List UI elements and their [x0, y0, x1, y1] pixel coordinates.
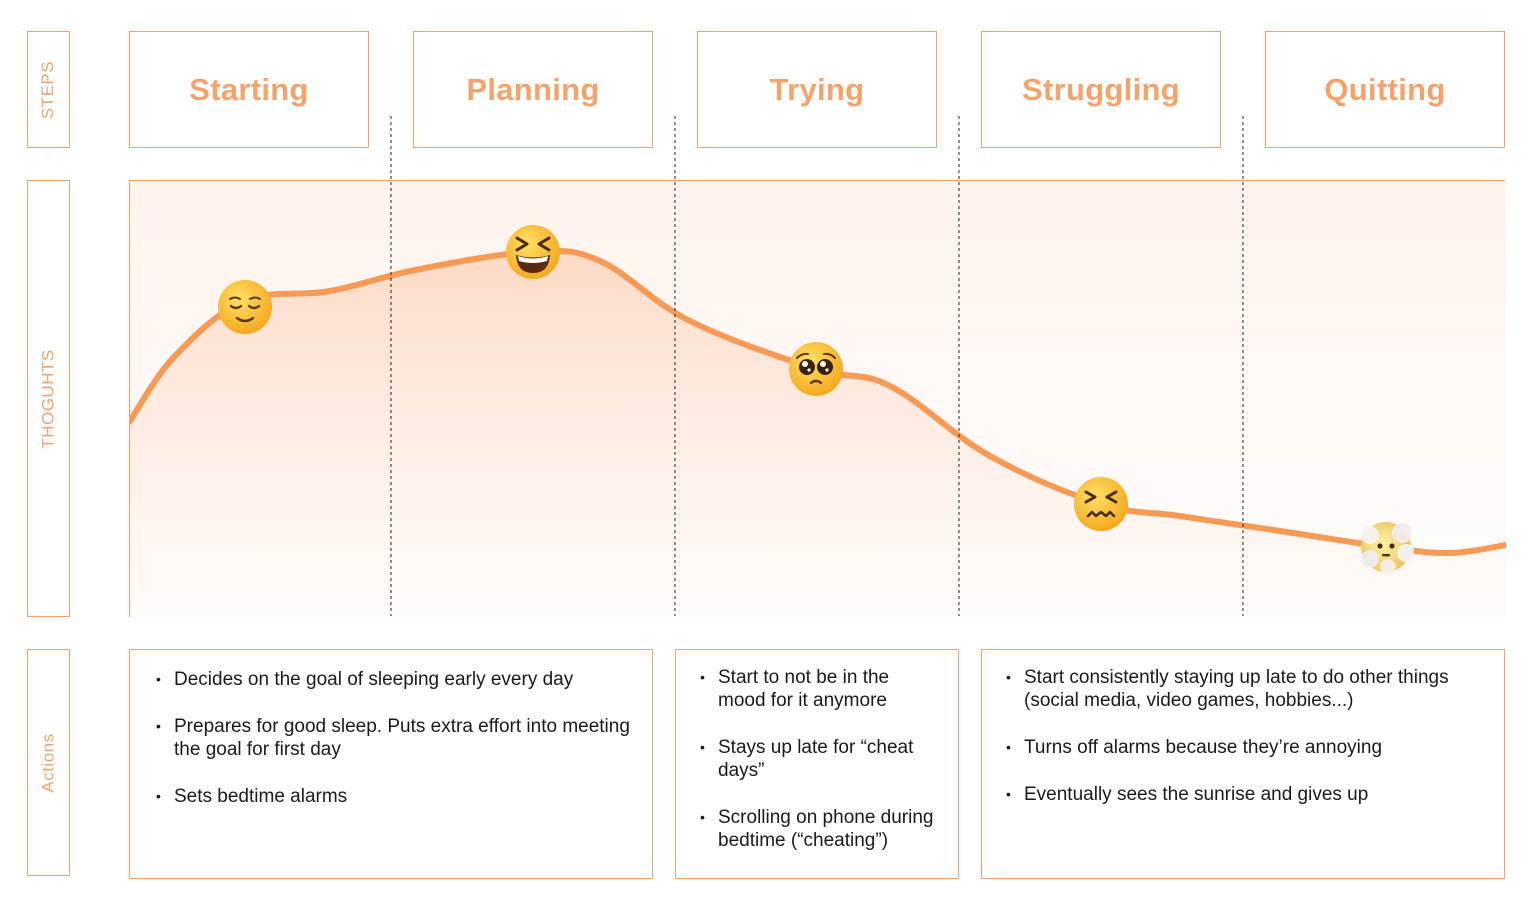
step-label: Starting: [189, 71, 309, 107]
action-item: Start to not be in the mood for it anymo…: [700, 666, 936, 712]
step-planning: Planning: [413, 31, 653, 148]
pleading-face-icon: [788, 341, 844, 397]
emotion-chart: [129, 180, 1506, 618]
action-item: Eventually sees the sunrise and gives up: [1006, 783, 1482, 806]
actions-list: Start to not be in the mood for it anymo…: [698, 666, 936, 852]
action-item: Stays up late for “cheat days”: [700, 736, 936, 782]
step-trying: Trying: [697, 31, 937, 148]
step-starting: Starting: [129, 31, 369, 148]
step-quitting: Quitting: [1265, 31, 1505, 148]
emotion-chart-svg: [130, 181, 1506, 618]
confounded-face-icon: [1073, 476, 1129, 532]
action-item: Start consistently staying up late to do…: [1006, 666, 1482, 712]
step-struggling: Struggling: [981, 31, 1221, 148]
row-label-steps-text: STEPS: [38, 60, 58, 119]
action-item: Decides on the goal of sleeping early ev…: [156, 668, 630, 691]
action-item: Turns off alarms because they’re annoyin…: [1006, 736, 1482, 759]
actions-panel-starting-planning: Decides on the goal of sleeping early ev…: [129, 649, 653, 879]
step-label: Quitting: [1324, 71, 1446, 107]
actions-panel-struggling-quitting: Start consistently staying up late to do…: [981, 649, 1505, 879]
emotion-area: [130, 250, 1506, 618]
row-label-actions: Actions: [27, 649, 70, 876]
actions-list: Decides on the goal of sleeping early ev…: [154, 668, 630, 808]
relieved-face-icon: [217, 279, 273, 335]
row-label-actions-text: Actions: [38, 732, 58, 793]
row-label-steps: STEPS: [27, 31, 70, 148]
row-label-thoughts-text: THOGUHTS: [38, 348, 58, 449]
action-item: Scrolling on phone during bedtime (“chea…: [700, 806, 936, 852]
step-label: Trying: [769, 71, 865, 107]
action-item: Prepares for good sleep. Puts extra effo…: [156, 715, 630, 761]
face-in-clouds-icon: [1358, 519, 1414, 575]
actions-list: Start consistently staying up late to do…: [1004, 666, 1482, 806]
grinning-squinting-face-icon: [505, 224, 561, 280]
step-label: Struggling: [1022, 71, 1180, 107]
row-label-thoughts: THOGUHTS: [27, 180, 70, 617]
actions-panel-trying: Start to not be in the mood for it anymo…: [675, 649, 959, 879]
step-label: Planning: [466, 71, 600, 107]
action-item: Sets bedtime alarms: [156, 785, 630, 808]
